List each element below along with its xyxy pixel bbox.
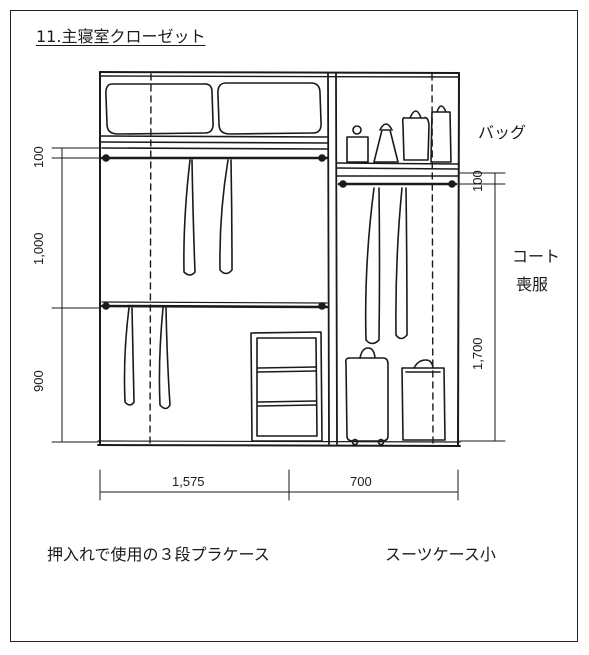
bags [346,105,452,163]
label-coat: コート [512,247,561,266]
dim-left-top: 100 [31,146,46,168]
label-mourning: 喪服 [516,275,549,294]
diagram-title: 11.主寝室クローゼット [36,27,206,46]
right-garments [364,187,408,345]
diagram-frame [10,10,578,642]
dim-right-main: 1,700 [470,337,485,370]
right-upper-shelf [336,162,459,188]
left-middle-rod [100,301,329,310]
dim-width-right: 700 [350,474,372,489]
left-dimension-line [51,147,101,443]
left-garments [123,159,233,410]
three-tier-case [250,331,323,442]
label-bag: バッグ [478,123,527,142]
right-dimension-line [459,172,506,442]
dim-right-top: 100 [470,170,485,192]
dim-left-bottom: 900 [31,370,46,392]
note-plastic-case: 押入れで使用の３段プラケース [47,545,270,564]
storage-boxes [105,82,322,135]
bottom-dimension-line [99,469,459,501]
dim-width-left: 1,575 [172,474,205,489]
dim-left-middle: 1,000 [31,232,46,265]
left-upper-shelf [100,135,329,162]
suitcases [345,347,446,446]
closet-outline [97,71,461,447]
note-suitcase: スーツケース小 [385,545,496,564]
